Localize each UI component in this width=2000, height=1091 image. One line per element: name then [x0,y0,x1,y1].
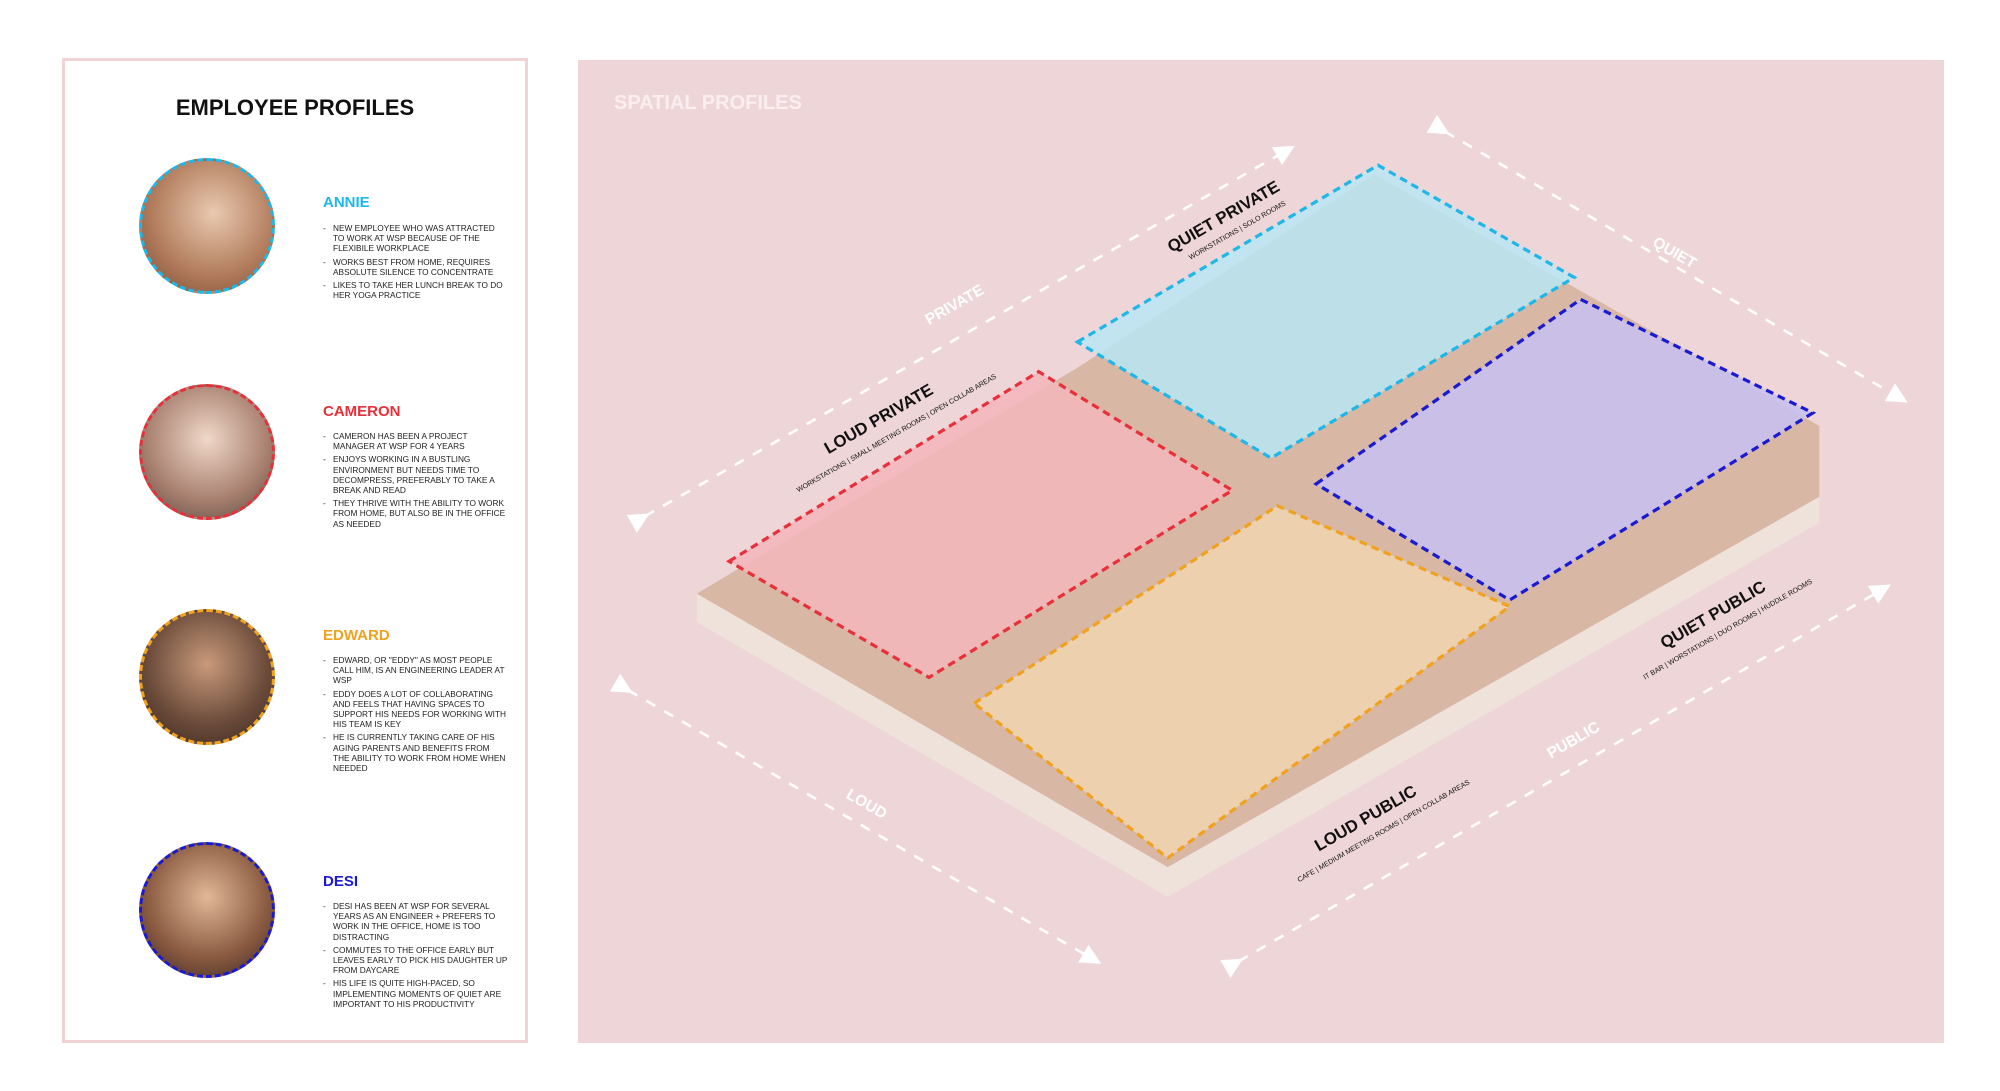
profile-name: ANNIE [323,194,370,211]
profile-bullets: NEW EMPLOYEE WHO WAS ATTRACTED TO WORK A… [323,223,508,303]
bullet: DESI HAS BEEN AT WSP FOR SEVERAL YEARS A… [323,901,508,942]
bullet: LIKES TO TAKE HER LUNCH BREAK TO DO HER … [323,280,508,300]
profile-bullets: CAMERON HAS BEEN A PROJECT MANAGER AT WS… [323,431,508,532]
bullet: EDDY DOES A LOT OF COLLABORATING AND FEE… [323,689,508,730]
bullet: CAMERON HAS BEEN A PROJECT MANAGER AT WS… [323,431,508,451]
axis-label-public: PUBLIC [1544,719,1602,763]
profile-name: CAMERON [323,403,401,420]
quiet-axis-arrow [1426,114,1908,403]
bullet: EDWARD, OR "EDDY" AS MOST PEOPLE CALL HI… [323,655,508,686]
desi-photo [139,842,275,978]
bullet: THEY THRIVE WITH THE ABILITY TO WORK FRO… [323,498,508,529]
bullet: NEW EMPLOYEE WHO WAS ATTRACTED TO WORK A… [323,223,508,254]
spatial-profiles-title: SPATIAL PROFILES [614,92,802,114]
bullet: COMMUTES TO THE OFFICE EARLY BUT LEAVES … [323,945,508,976]
bullet: HE IS CURRENTLY TAKING CARE OF HIS AGING… [323,732,508,773]
public-axis-arrow [1220,584,1891,978]
annie-photo [139,158,275,294]
bullet: ENJOYS WORKING IN A BUSTLING ENVIRONMENT… [323,454,508,495]
employee-profiles-panel: EMPLOYEE PROFILES ANNIE NEW EMPLOYEE WHO… [62,58,528,1043]
profile-name: DESI [323,873,359,890]
profile-name: EDWARD [323,627,390,644]
axis-label-quiet: QUIET [1650,234,1700,273]
profile-bullets: DESI HAS BEEN AT WSP FOR SEVERAL YEARS A… [323,901,508,1012]
loud-axis-arrow [609,673,1102,964]
bullet: WORKS BEST FROM HOME, REQUIRES ABSOLUTE … [323,257,508,277]
bullet: HIS LIFE IS QUITE HIGH-PACED, SO IMPLEME… [323,978,508,1009]
profile-bullets: EDWARD, OR "EDDY" AS MOST PEOPLE CALL HI… [323,655,508,776]
edward-photo [139,609,275,745]
employee-profiles-title: EMPLOYEE PROFILES [175,95,415,120]
cameron-photo [139,384,275,520]
axis-label-private: PRIVATE [923,282,988,329]
